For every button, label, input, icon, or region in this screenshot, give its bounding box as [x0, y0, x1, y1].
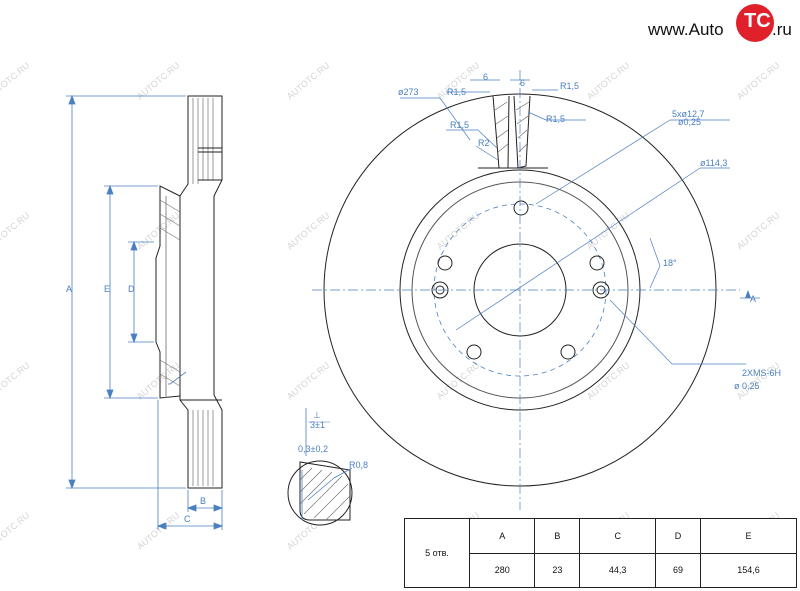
dim-6-right: 6	[520, 78, 525, 88]
dim-b-label: B	[200, 496, 206, 506]
thread-tolerance: ø 0,25	[734, 381, 760, 391]
watermark-text: AUTOTC.RU	[0, 210, 31, 251]
runout-value: 3±1	[310, 420, 325, 430]
dim-c-label: C	[184, 514, 191, 524]
dim-d-label: D	[128, 284, 135, 294]
datum-arrow	[745, 290, 751, 298]
radius-label-2: R1,5	[450, 120, 469, 130]
logo-circle	[736, 4, 774, 42]
watermark-text: AUTOTC.RU	[435, 210, 482, 251]
outer-diameter-label: ø273	[398, 87, 419, 97]
angle-label: 18°	[663, 258, 677, 268]
detail-radius: R0,8	[349, 460, 368, 470]
runout-callout: ⊥ 3±1	[305, 408, 330, 456]
table-row: 5 отв. A B C D E	[404, 518, 798, 588]
datum-label: A	[750, 294, 756, 304]
watermark-text: AUTOTC.RU	[0, 510, 31, 551]
radius-label-r2: R2	[478, 138, 490, 148]
table-value-d: 69	[655, 552, 701, 588]
table-value-c: 44,3	[579, 552, 656, 588]
lug-hole-1	[513, 200, 529, 216]
radius-label-1: R1,5	[447, 87, 466, 97]
lug-hole-2	[589, 255, 605, 271]
radius-label-4: R1,5	[546, 114, 565, 124]
watermark-text: AUTOTC.RU	[135, 210, 182, 251]
table-header-a: A	[468, 518, 536, 554]
logo-suffix: .ru	[772, 20, 792, 39]
brand-logo: www.Auto TC .ru	[648, 4, 798, 48]
holes-spec: 5xø12,7	[672, 109, 705, 119]
logo-mark: TC	[744, 10, 771, 32]
dim-a-label: A	[66, 284, 72, 294]
watermark-text: AUTOTC.RU	[285, 360, 332, 401]
table-value-e: 154,6	[699, 552, 798, 588]
runout-mark: ⊥	[313, 410, 321, 420]
thread-spec: 2XMS-6H	[742, 368, 781, 378]
center-lines	[312, 70, 740, 510]
table-row-label: 5 отв.	[404, 518, 470, 588]
watermark-text: AUTOTC.RU	[735, 210, 782, 251]
front-view-leaders	[400, 79, 760, 365]
watermark-text: AUTOTC.RU	[735, 60, 782, 101]
radius-label-3: R1,5	[560, 81, 579, 91]
lug-hole-5	[437, 255, 453, 271]
watermark-text: AUTOTC.RU	[135, 60, 182, 101]
logo-prefix: www.Auto	[648, 20, 724, 39]
watermark-text: AUTOTC.RU	[585, 360, 632, 401]
table-header-c: C	[579, 518, 656, 554]
table-header-d: D	[655, 518, 701, 554]
watermark-text: AUTOTC.RU	[0, 60, 31, 101]
side-section-view	[155, 95, 223, 489]
detail-view	[287, 460, 353, 526]
lug-hole-3	[560, 344, 576, 360]
watermark-text: AUTOTC.RU	[285, 210, 332, 251]
table-row: 280 23 44,3 69 154,6	[405, 552, 798, 588]
watermark-text: AUTOTC.RU	[0, 360, 31, 401]
table-value-b: 23	[534, 552, 581, 588]
dim-6-left: 6	[483, 72, 488, 82]
watermark-text: AUTOTC.RU	[585, 60, 632, 101]
watermark-text: AUTOTC.RU	[285, 60, 332, 101]
dim-e-label: E	[104, 284, 110, 294]
table-value-a: 280	[468, 552, 536, 588]
watermark-layer: AUTOTC.RU AUTOTC.RU AUTOTC.RU AUTOTC.RU AUTO…	[0, 60, 781, 551]
dimensions-table: 5 отв. A B C D E 280 23 44,3 69 154,6	[404, 518, 798, 588]
pcd-label: ø114,3	[700, 158, 727, 168]
table-header-e: E	[699, 518, 798, 554]
table-header-b: B	[534, 518, 581, 554]
lug-hole-4	[466, 344, 482, 360]
holes-tolerance: ø0,25	[678, 117, 701, 127]
detail-tolerance: 0,3±0,2	[298, 444, 328, 454]
side-view-dimensions	[66, 94, 224, 530]
